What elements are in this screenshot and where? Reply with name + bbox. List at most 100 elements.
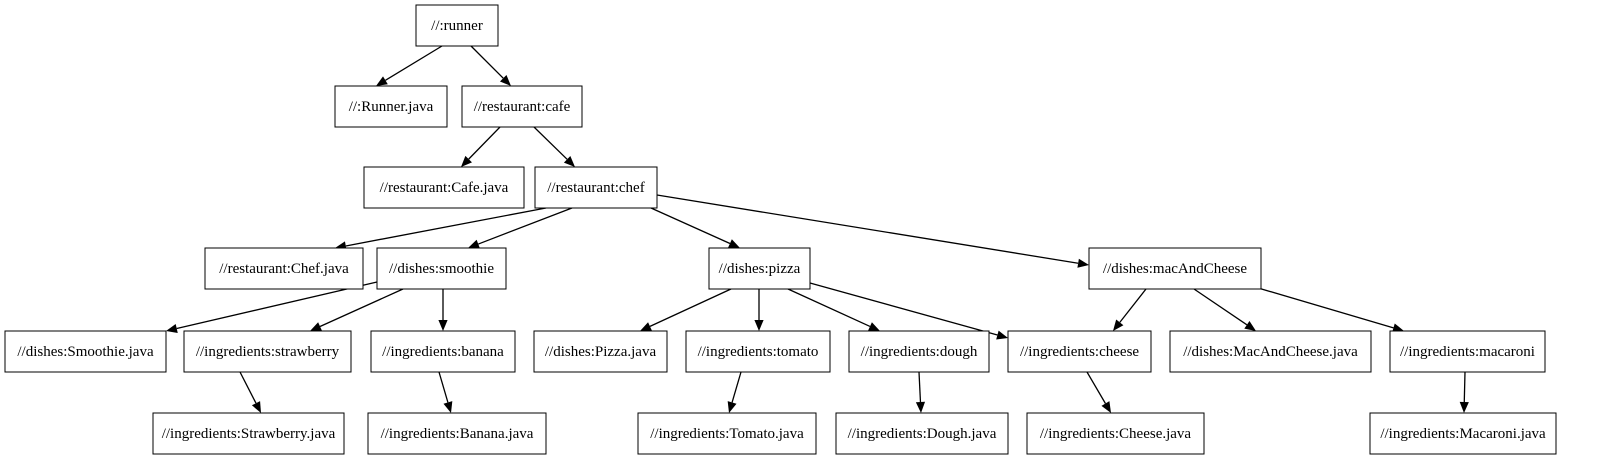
graph-edge — [166, 281, 378, 333]
edge-arrowhead — [563, 156, 575, 167]
node-box[interactable] — [848, 330, 990, 373]
edge-line — [1086, 371, 1107, 404]
graph-edge — [461, 126, 501, 167]
edge-line — [438, 371, 449, 403]
graph-edge — [468, 207, 573, 249]
edge-line — [731, 371, 742, 403]
node-box[interactable] — [4, 330, 167, 373]
graph-node-cafe_java[interactable]: //restaurant:Cafe.java — [363, 166, 525, 209]
node-box[interactable] — [1088, 247, 1262, 290]
graph-edge — [1113, 288, 1147, 331]
edge-arrowhead — [915, 401, 926, 413]
graph-node-ing_strawberry[interactable]: //ingredients:strawberry — [183, 330, 352, 373]
edge-arrowhead — [727, 401, 737, 413]
edge-line — [1463, 371, 1466, 403]
edge-arrowhead — [438, 320, 448, 331]
graph-edge — [809, 282, 1008, 340]
node-box[interactable] — [835, 412, 1009, 455]
graph-node-ing_macaroni[interactable]: //ingredients:macaroni — [1389, 330, 1546, 373]
edge-arrowhead — [251, 401, 261, 413]
edge-line — [470, 45, 504, 79]
edge-arrowhead — [461, 155, 472, 167]
graph-node-tomato_java[interactable]: //ingredients:Tomato.java — [637, 412, 817, 455]
graph-edge — [640, 288, 732, 331]
graph-node-ing_banana[interactable]: //ingredients:banana — [370, 330, 516, 373]
node-box[interactable] — [183, 330, 352, 373]
node-box[interactable] — [533, 330, 668, 373]
graph-edge — [1459, 371, 1469, 413]
graph-edge — [533, 126, 575, 167]
node-box[interactable] — [1007, 330, 1152, 373]
graph-node-ing_tomato[interactable]: //ingredients:tomato — [685, 330, 831, 373]
node-box[interactable] — [1389, 330, 1546, 373]
node-box[interactable] — [376, 247, 507, 290]
graph-edge — [438, 371, 453, 413]
node-box[interactable] — [1169, 330, 1372, 373]
node-box[interactable] — [685, 330, 831, 373]
graph-node-macaroni_java[interactable]: //ingredients:Macaroni.java — [1369, 412, 1557, 455]
graph-edge — [650, 207, 740, 248]
edge-line — [649, 288, 732, 327]
node-box[interactable] — [637, 412, 817, 455]
edge-line — [176, 281, 378, 330]
edge-arrowhead — [1077, 258, 1089, 268]
graph-node-mac_java[interactable]: //dishes:MacAndCheese.java — [1169, 330, 1372, 373]
node-box[interactable] — [204, 247, 364, 290]
graph-edge — [239, 371, 261, 413]
graph-node-cheese_java[interactable]: //ingredients:Cheese.java — [1026, 412, 1205, 455]
graph-node-ing_cheese[interactable]: //ingredients:cheese — [1007, 330, 1152, 373]
edge-arrowhead — [310, 322, 322, 331]
edge-arrowhead — [1244, 321, 1256, 331]
graph-edge — [787, 288, 880, 331]
graph-node-ing_dough[interactable]: //ingredients:dough — [848, 330, 990, 373]
graph-node-pizza_java[interactable]: //dishes:Pizza.java — [533, 330, 668, 373]
graph-node-dishes_pizza[interactable]: //dishes:pizza — [708, 247, 811, 290]
edge-arrowhead — [1392, 323, 1404, 333]
graph-edge — [915, 371, 926, 413]
graph-node-runner[interactable]: //:runner — [415, 4, 499, 47]
edge-arrowhead — [996, 330, 1008, 340]
node-box[interactable] — [415, 4, 499, 47]
edge-arrowhead — [499, 74, 511, 86]
graph-node-banana_java[interactable]: //ingredients:Banana.java — [367, 412, 547, 455]
edge-line — [787, 288, 871, 328]
graph-node-strawberry_java[interactable]: //ingredients:Strawberry.java — [152, 412, 345, 455]
edge-line — [1119, 288, 1147, 323]
edge-arrowhead — [728, 239, 740, 248]
graph-node-dishes_mac[interactable]: //dishes:macAndCheese — [1088, 247, 1262, 290]
graph-edge — [656, 194, 1089, 268]
graph-node-restaurant_cafe[interactable]: //restaurant:cafe — [461, 85, 583, 128]
graph-node-restaurant_chef[interactable]: //restaurant:chef — [534, 166, 658, 209]
edges-layer — [166, 45, 1469, 413]
graph-node-smoothie_java[interactable]: //dishes:Smoothie.java — [4, 330, 167, 373]
node-box[interactable] — [363, 166, 525, 209]
node-box[interactable] — [367, 412, 547, 455]
edge-line — [319, 288, 404, 328]
graph-edge — [1086, 371, 1111, 413]
edge-line — [239, 371, 257, 404]
node-box[interactable] — [370, 330, 516, 373]
graph-node-dough_java[interactable]: //ingredients:Dough.java — [835, 412, 1009, 455]
graph-node-chef_java[interactable]: //restaurant:Chef.java — [204, 247, 364, 290]
node-box[interactable] — [152, 412, 345, 455]
edge-line — [345, 207, 547, 247]
node-box[interactable] — [1369, 412, 1557, 455]
node-box[interactable] — [534, 166, 658, 209]
edge-arrowhead — [1113, 319, 1124, 331]
edge-line — [533, 126, 568, 160]
graph-edge — [376, 45, 443, 86]
node-box[interactable] — [334, 85, 448, 128]
node-box[interactable] — [708, 247, 811, 290]
graph-node-runner_java[interactable]: //:Runner.java — [334, 85, 448, 128]
edge-arrowhead — [868, 322, 880, 331]
edge-arrowhead — [376, 76, 388, 86]
node-box[interactable] — [461, 85, 583, 128]
graph-node-dishes_smoothie[interactable]: //dishes:smoothie — [376, 247, 507, 290]
graph-edge — [727, 371, 742, 413]
edge-arrowhead — [1459, 401, 1469, 413]
edge-line — [385, 45, 443, 81]
graph-edge — [335, 207, 547, 251]
node-box[interactable] — [1026, 412, 1205, 455]
